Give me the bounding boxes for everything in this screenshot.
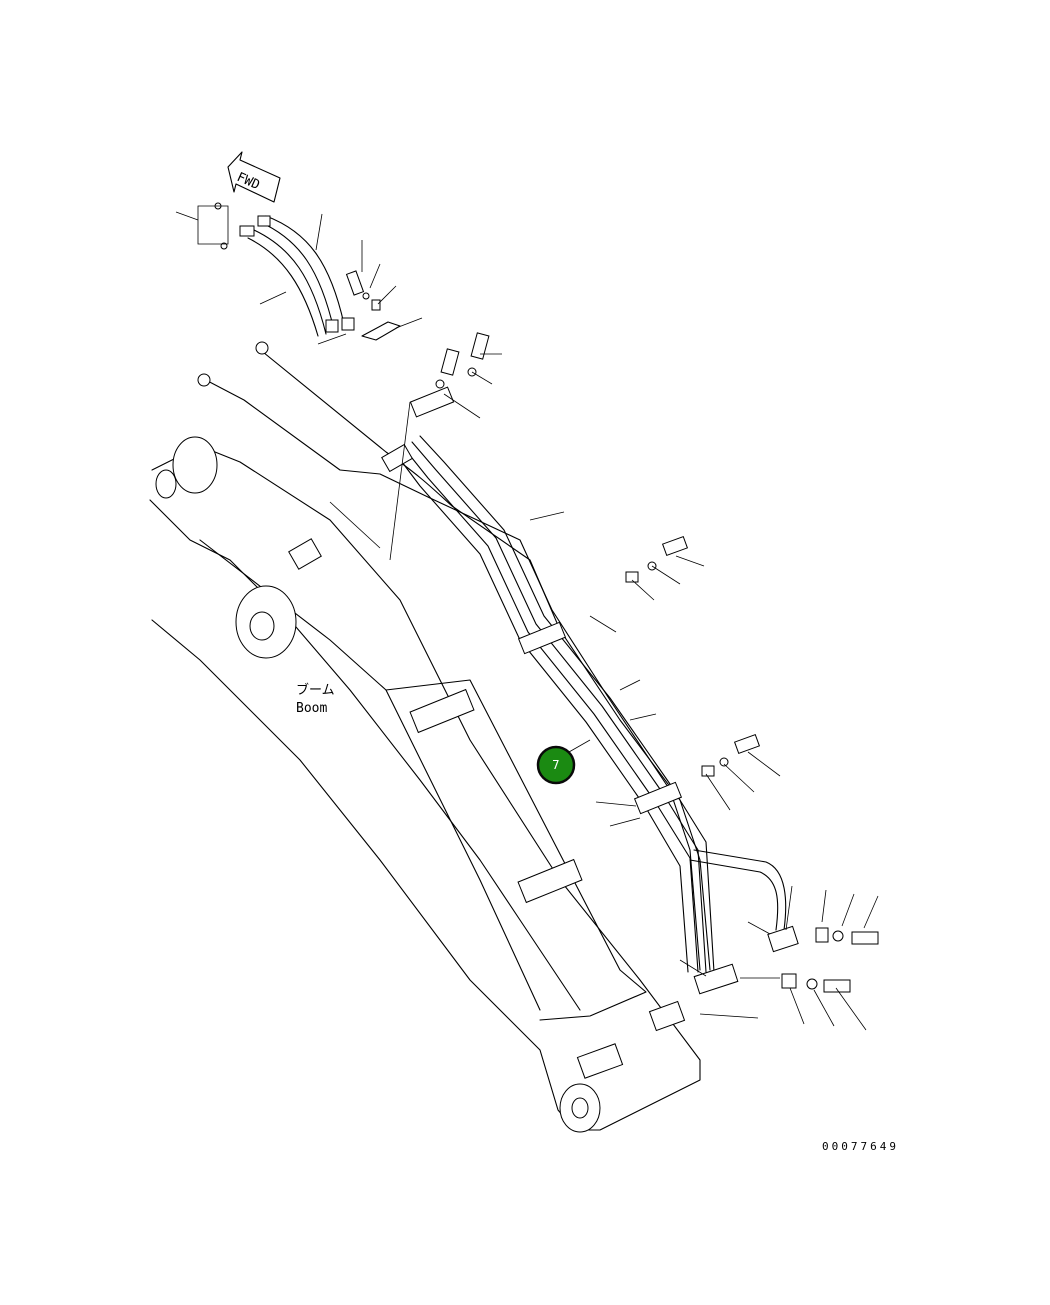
boom-structure [149,436,701,1133]
boom-clamps [288,386,799,1079]
boom-pipes [197,341,787,973]
bolts-and-washers [435,332,879,993]
callout-marker-7[interactable]: 7 [536,745,576,785]
forward-arrow-icon: FWD [227,151,281,203]
upper-hose-assembly [197,202,355,337]
leader-lines [329,353,879,1031]
boom-label-en: Boom [296,701,327,716]
upper-fittings [175,211,423,345]
callout-number: 7 [552,758,560,772]
boom-label-jp: ブーム [296,682,335,698]
fwd-label: FWD [234,170,262,193]
reference-number: 00077649 [822,1140,899,1153]
boom-label: ブーム Boom [296,682,335,716]
